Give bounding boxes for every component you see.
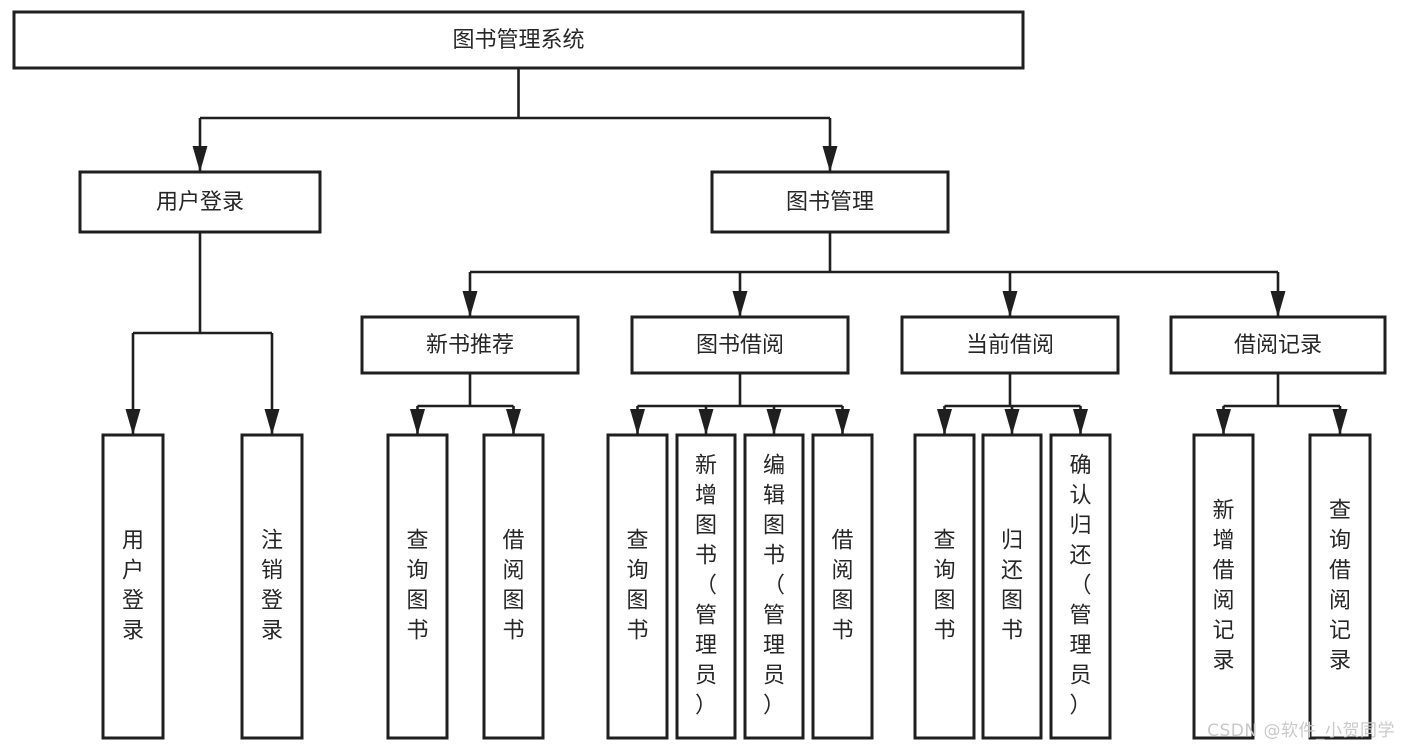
node-box[interactable] <box>1169 315 1387 375</box>
nodes-layer: 图书管理系统用户登录图书管理新书推荐图书借阅当前借阅借阅记录用户登录注销登录查询… <box>12 10 1387 740</box>
node-label: 新增借阅记录 <box>1212 499 1234 674</box>
node-newbook[interactable]: 新书推荐 <box>360 315 580 375</box>
node-box[interactable] <box>240 433 304 740</box>
node-login[interactable]: 用户登录 <box>78 170 322 234</box>
node-box[interactable] <box>482 433 545 740</box>
arrow-head <box>462 291 478 317</box>
node-box[interactable] <box>743 433 805 740</box>
arrow-head <box>1270 291 1286 317</box>
node-leaf-login-1[interactable]: 用户登录 <box>101 433 165 740</box>
node-box[interactable] <box>360 315 580 375</box>
arrow-head <box>1004 409 1020 435</box>
node-label: 借阅图书 <box>502 529 524 644</box>
node-box[interactable] <box>1049 433 1112 740</box>
node-box[interactable] <box>606 433 669 740</box>
node-leaf-login-2[interactable]: 注销登录 <box>240 433 304 740</box>
arrow-head <box>410 409 425 435</box>
connector-group-root <box>192 68 838 172</box>
connector-group-borrow <box>630 373 850 435</box>
node-box[interactable] <box>675 433 737 740</box>
node-label: 借阅图书 <box>831 529 853 644</box>
node-box[interactable] <box>78 170 322 234</box>
arrow-head <box>1332 409 1348 435</box>
node-box[interactable] <box>913 433 976 740</box>
node-leaf-current-1[interactable]: 查询图书 <box>913 433 976 740</box>
node-box[interactable] <box>900 315 1120 375</box>
node-label: 查询借阅记录 <box>1329 499 1351 674</box>
node-label: 新书推荐 <box>426 333 514 358</box>
node-label: 新增图书（管理员） <box>695 454 717 719</box>
node-borrow[interactable]: 图书借阅 <box>630 315 850 375</box>
node-leaf-borrow-4[interactable]: 借阅图书 <box>811 433 874 740</box>
node-label: 注销登录 <box>261 529 283 644</box>
node-leaf-new-2[interactable]: 借阅图书 <box>482 433 545 740</box>
connector-group-records <box>1216 373 1348 435</box>
arrow-head <box>630 409 645 435</box>
node-label: 用户登录 <box>156 190 244 215</box>
arrow-head <box>766 409 782 435</box>
node-leaf-rec-1[interactable]: 新增借阅记录 <box>1192 433 1255 740</box>
arrow-head <box>506 409 521 435</box>
node-label: 查询图书 <box>933 529 955 644</box>
arrow-head <box>937 409 952 435</box>
connector-group-newbook <box>410 373 521 435</box>
connector-group-current <box>937 373 1088 435</box>
arrow-head <box>1073 409 1088 435</box>
node-box[interactable] <box>1308 433 1372 740</box>
node-label: 图书管理系统 <box>452 28 584 53</box>
connector-group-login <box>125 232 280 435</box>
arrow-head <box>822 146 838 172</box>
node-current[interactable]: 当前借阅 <box>900 315 1120 375</box>
connectors-layer <box>125 68 1348 435</box>
node-box[interactable] <box>12 10 1025 70</box>
node-box[interactable] <box>101 433 165 740</box>
node-label: 当前借阅 <box>966 333 1054 358</box>
node-label: 归还图书 <box>1001 529 1023 644</box>
node-box[interactable] <box>710 170 950 234</box>
arrow-head <box>698 409 714 435</box>
node-leaf-borrow-3[interactable]: 编辑图书（管理员） <box>743 433 805 740</box>
connector-group-bookmgmt <box>462 232 1286 317</box>
node-box[interactable] <box>811 433 874 740</box>
node-label: 图书管理 <box>786 190 874 215</box>
node-root[interactable]: 图书管理系统 <box>12 10 1025 70</box>
node-label: 图书借阅 <box>696 333 784 358</box>
node-leaf-current-2[interactable]: 归还图书 <box>981 433 1043 740</box>
node-label: 确认归还（管理员） <box>1069 454 1091 719</box>
arrow-head <box>1216 409 1231 435</box>
node-label: 编辑图书（管理员） <box>763 454 785 719</box>
node-box[interactable] <box>386 433 449 740</box>
arrow-head <box>835 409 850 435</box>
arrow-head <box>192 146 208 172</box>
node-box[interactable] <box>1192 433 1255 740</box>
node-label: 查询图书 <box>626 529 648 644</box>
arrow-head <box>732 291 748 317</box>
watermark: CSDN @软件_小贺同学 <box>1207 721 1395 741</box>
node-label: 用户登录 <box>122 529 144 644</box>
node-label: 借阅记录 <box>1234 333 1322 358</box>
node-label: 查询图书 <box>406 529 428 644</box>
node-records[interactable]: 借阅记录 <box>1169 315 1387 375</box>
node-leaf-rec-2[interactable]: 查询借阅记录 <box>1308 433 1372 740</box>
node-leaf-new-1[interactable]: 查询图书 <box>386 433 449 740</box>
node-box[interactable] <box>981 433 1043 740</box>
arrow-head <box>264 409 280 435</box>
node-bookmgmt[interactable]: 图书管理 <box>710 170 950 234</box>
node-box[interactable] <box>630 315 850 375</box>
node-leaf-current-3[interactable]: 确认归还（管理员） <box>1049 433 1112 740</box>
arrow-head <box>1002 291 1018 317</box>
node-leaf-borrow-2[interactable]: 新增图书（管理员） <box>675 433 737 740</box>
arrow-head <box>125 409 141 435</box>
node-leaf-borrow-1[interactable]: 查询图书 <box>606 433 669 740</box>
